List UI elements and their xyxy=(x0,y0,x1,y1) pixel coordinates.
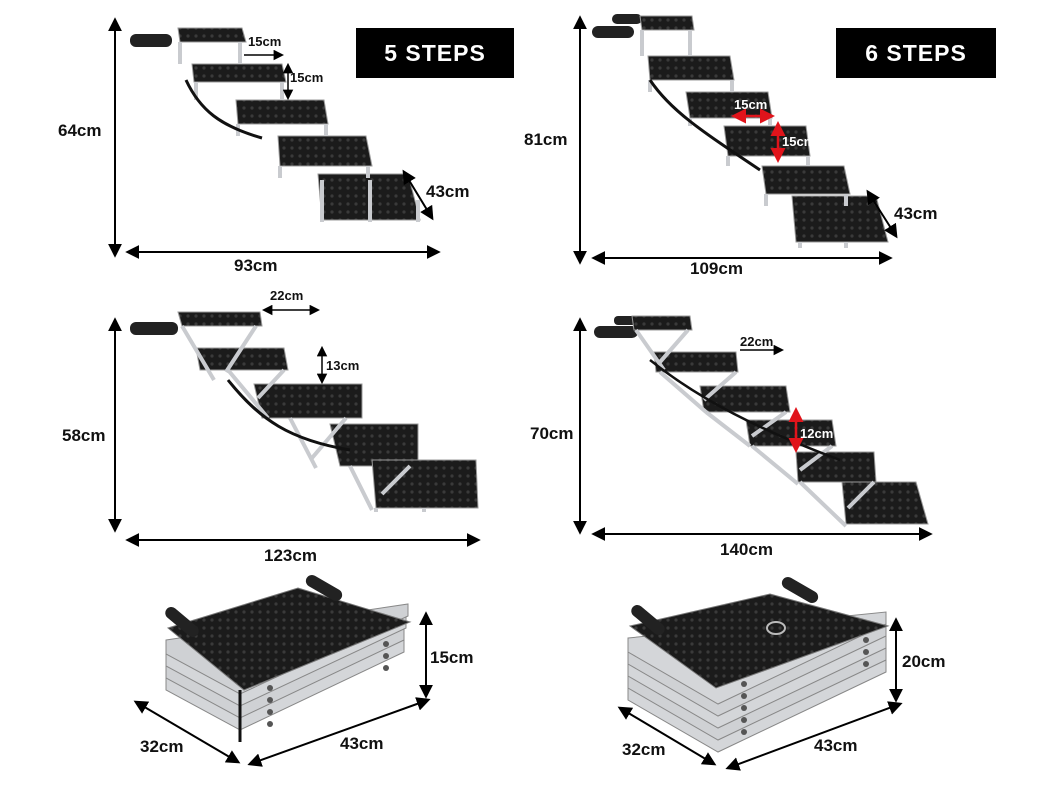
width-arrow xyxy=(725,701,903,771)
five-high-step-depth-label: 15cm xyxy=(248,34,282,49)
width-arrow xyxy=(247,697,431,767)
six-high-height-label: 81cm xyxy=(524,130,568,149)
five-steps-low-ramp xyxy=(130,311,479,512)
width-arrow xyxy=(866,189,898,239)
six-folded-depth-label: 32cm xyxy=(622,740,666,759)
five-steps-badge: 5 STEPS xyxy=(356,28,514,78)
width-arrow xyxy=(402,169,434,221)
five-low-length-label: 123cm xyxy=(264,546,317,565)
six-low-height-label: 70cm xyxy=(530,424,574,443)
six-low-step-rise-label: 12cm xyxy=(800,426,834,441)
five-low-height-label: 58cm xyxy=(62,426,106,445)
five-folded-height-label: 15cm xyxy=(430,648,474,667)
six-steps-folded xyxy=(627,577,890,753)
five-low-step-depth-label: 22cm xyxy=(270,288,304,303)
six-folded-height-label: 20cm xyxy=(902,652,946,671)
five-steps-high-ramp xyxy=(130,27,421,222)
handle xyxy=(130,34,172,47)
five-high-length-label: 93cm xyxy=(234,256,278,275)
six-low-length-label: 140cm xyxy=(720,540,773,559)
five-high-step-rise-label: 15cm xyxy=(290,70,324,85)
six-folded-width-label: 43cm xyxy=(814,736,858,755)
five-folded-width-label: 43cm xyxy=(340,734,384,753)
five-steps-folded xyxy=(165,575,412,742)
five-high-height-label: 64cm xyxy=(58,121,102,140)
six-high-step-depth-label: 15cm xyxy=(734,97,768,112)
six-high-width-label: 43cm xyxy=(894,204,938,223)
five-high-width-label: 43cm xyxy=(426,182,470,201)
carabiner-icon xyxy=(766,621,786,635)
five-low-step-rise-label: 13cm xyxy=(326,358,360,373)
depth-arrow xyxy=(133,700,241,764)
six-high-length-label: 109cm xyxy=(690,259,743,278)
depth-arrow xyxy=(617,706,717,766)
six-low-step-depth-label: 22cm xyxy=(740,334,774,349)
five-folded-depth-label: 32cm xyxy=(140,737,184,756)
six-steps-badge: 6 STEPS xyxy=(836,28,996,78)
six-steps-high-ramp xyxy=(592,14,889,248)
six-high-step-rise-label: 15cm xyxy=(782,134,816,149)
